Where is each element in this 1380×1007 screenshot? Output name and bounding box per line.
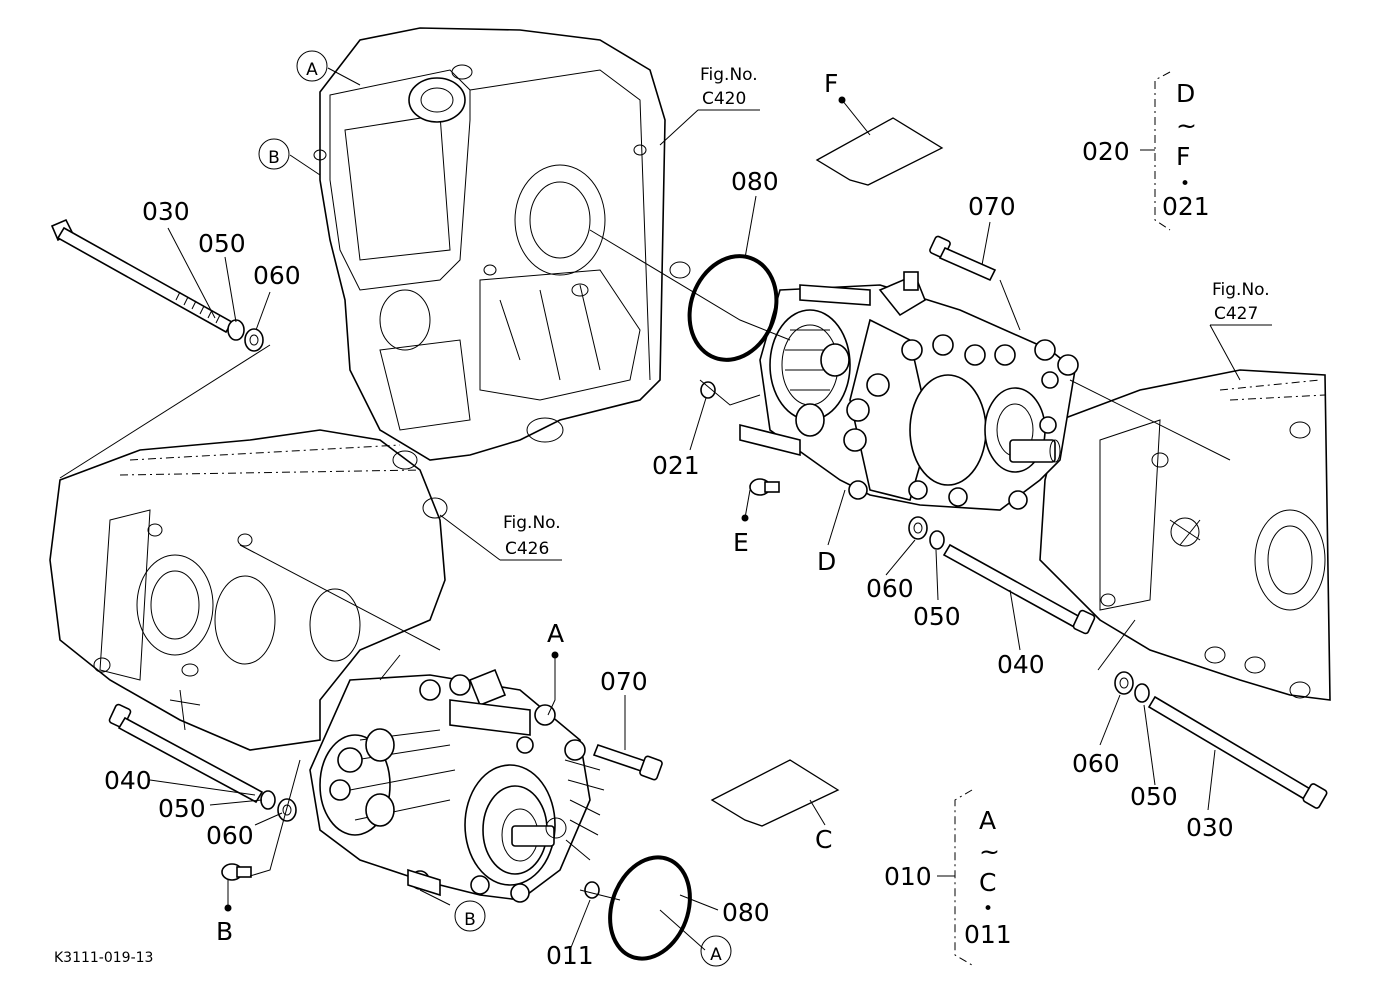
washer-060-bottom [277,798,297,822]
circled-ref-top-A [296,50,328,82]
part-number-070-top: 070 [968,192,1016,221]
washer-060-mid [908,516,928,540]
washer-050-mid [929,530,945,550]
sheet-C [710,759,840,827]
part-number-050-mid: 050 [913,602,961,631]
bolt-070-top [929,235,997,282]
part-number-011: 011 [546,941,594,970]
fig-ref-c420-label: Fig.No. [700,65,758,85]
part-number-030-top: 030 [142,197,190,226]
drawing-code: K3111-019-13 [54,950,153,966]
circled-ref-bottom-B-text: B [464,910,476,930]
leader-dot-B [224,904,232,912]
sheet-F [815,117,944,186]
ref-letter-B: B [216,917,233,946]
hydraulic-pump-upper [739,271,1079,511]
part-number-060-right: 060 [1072,749,1120,778]
group-020: 020 D ~ F • 021 [1082,71,1210,231]
group-010-number: 010 [884,862,932,891]
transmission-case-left [49,429,448,751]
fig-ref-c420-code: C420 [702,89,746,109]
plug-021 [700,381,716,399]
part-number-050-right: 050 [1130,782,1178,811]
leader-dot-F [838,96,846,104]
ref-letter-E: E [733,528,749,557]
group-010-dot: • [983,899,993,919]
fig-ref-c426-code: C426 [505,539,549,559]
part-number-070-bottom: 070 [600,667,648,696]
group-010-tilde: ~ [979,837,1000,866]
bolt-040-bottom [108,703,264,804]
bolt-030-right [1147,695,1328,809]
group-020-sub: 021 [1162,192,1210,221]
group-010: 010 A ~ C • 011 [884,789,1012,966]
circled-ref-top-B [258,138,290,170]
fig-ref-c427-code: C427 [1214,304,1258,324]
o-ring-080-top [687,254,779,362]
circled-ref-bottom-A [700,935,732,967]
group-020-to: F [1176,142,1190,171]
leader-dot-A [551,651,559,659]
circled-ref-bottom-B [454,900,486,932]
group-010-from: A [979,806,996,835]
part-number-050-bottom: 050 [158,794,206,823]
group-010-to: C [979,868,996,897]
part-number-021: 021 [652,451,700,480]
fig-ref-c426-label: Fig.No. [503,513,561,533]
washer-050-right [1134,683,1150,703]
ref-letter-D: D [817,547,836,576]
washer-060-top [244,328,264,352]
ref-letter-F: F [824,69,838,98]
bolt-040-mid [942,543,1096,635]
part-number-060-top: 060 [253,261,301,290]
transmission-case-right [1039,369,1331,701]
group-020-tilde: ~ [1176,111,1197,140]
transmission-case-top [313,27,691,461]
part-number-050-top: 050 [198,229,246,258]
fig-ref-c427-label: Fig.No. [1212,280,1270,300]
circled-ref-top-A-text: A [306,60,318,80]
hydraulic-pump-lower [309,668,605,903]
part-number-040-bottom: 040 [104,766,152,795]
circled-ref-top-B-text: B [268,148,280,168]
part-number-060-mid: 060 [866,574,914,603]
o-ring-080-bottom [608,855,692,961]
washer-060-right [1114,671,1134,695]
group-020-dot: • [1180,174,1190,194]
washer-050-bottom [260,790,276,810]
ref-letter-C: C [815,825,832,854]
part-number-040-mid: 040 [997,650,1045,679]
part-number-060-bottom: 060 [206,821,254,850]
group-020-from: D [1176,79,1195,108]
group-020-number: 020 [1082,137,1130,166]
part-number-080-bottom: 080 [722,898,770,927]
plug-E [749,478,780,496]
part-number-080-top: 080 [731,167,779,196]
plug-011 [584,881,600,899]
bolt-030-top [50,218,234,334]
washer-050-top [227,319,245,341]
bolt-070-bottom [592,743,663,781]
leader-dot-E [741,514,749,522]
part-number-030-right: 030 [1186,813,1234,842]
plug-B [221,863,252,881]
group-010-sub: 011 [964,920,1012,949]
ref-letter-A: A [547,619,564,648]
circled-ref-bottom-A-text: A [710,945,722,965]
